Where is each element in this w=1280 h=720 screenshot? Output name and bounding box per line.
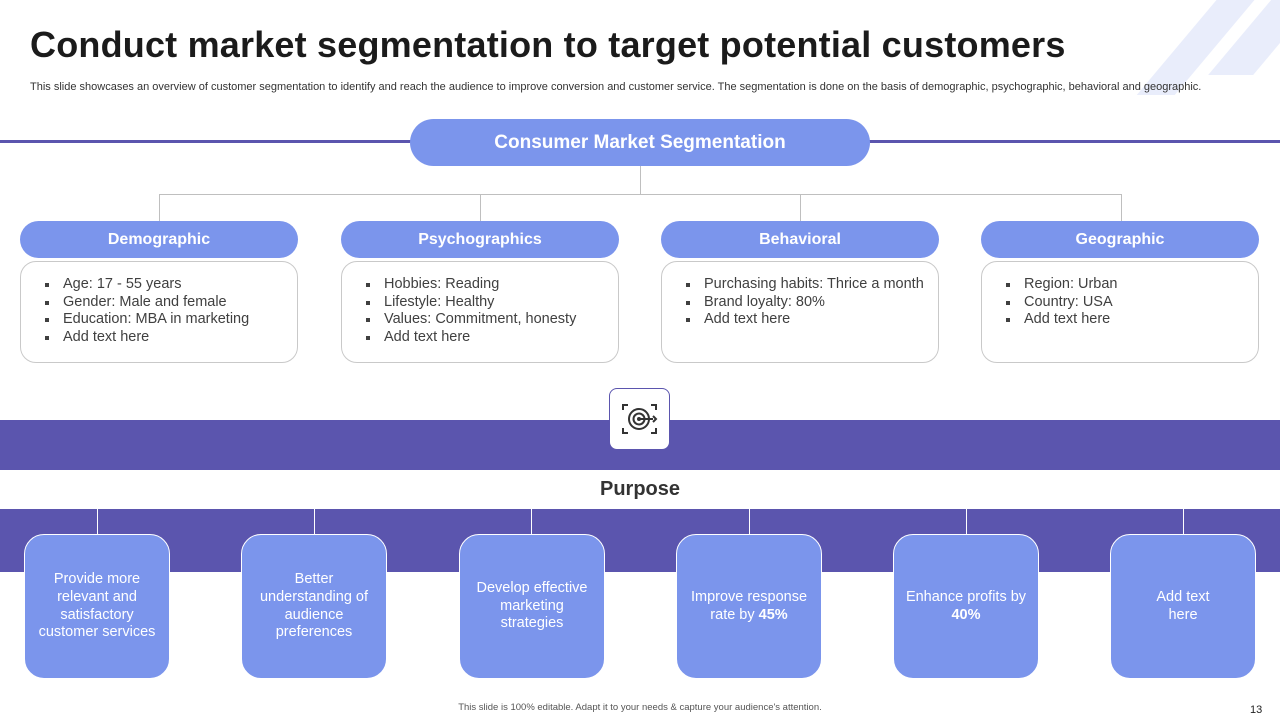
purpose-label: Purpose bbox=[599, 478, 681, 500]
segment-list: Hobbies: Reading Lifestyle: Healthy Valu… bbox=[364, 276, 608, 346]
purpose-connector bbox=[966, 509, 967, 535]
purpose-connector bbox=[749, 509, 750, 535]
segment-item: Gender: Male and female bbox=[43, 294, 287, 312]
connector-line bbox=[159, 194, 160, 221]
purpose-text: Develop effective marketing strategies bbox=[476, 580, 588, 632]
connector-line bbox=[1121, 194, 1122, 221]
segment-header: Geographic bbox=[981, 221, 1259, 258]
segment-list: Age: 17 - 55 years Gender: Male and fema… bbox=[43, 276, 287, 346]
page-number: 13 bbox=[1250, 704, 1263, 716]
footer-note: This slide is 100% editable. Adapt it to… bbox=[458, 702, 822, 713]
segment-item: Purchasing habits: Thrice a month bbox=[684, 276, 928, 294]
connector-line bbox=[800, 194, 801, 221]
segment-box: Purchasing habits: Thrice a month Brand … bbox=[661, 261, 939, 363]
slide-title: Conduct market segmentation to target po… bbox=[30, 24, 1066, 65]
purpose-card: Better understanding of audience prefere… bbox=[241, 534, 387, 679]
purpose-text: Enhance profits by 40% bbox=[905, 588, 1027, 623]
segment-box: Hobbies: Reading Lifestyle: Healthy Valu… bbox=[341, 261, 619, 363]
segment-item: Region: Urban bbox=[1004, 276, 1248, 294]
purpose-text: Add text here bbox=[1156, 588, 1210, 623]
target-icon bbox=[621, 404, 657, 434]
root-node: Consumer Market Segmentation bbox=[410, 119, 870, 166]
segment-item: Brand loyalty: 80% bbox=[684, 294, 928, 312]
purpose-connector bbox=[531, 509, 532, 535]
connector-line bbox=[159, 194, 1122, 195]
purpose-card: Develop effective marketing strategies bbox=[459, 534, 605, 679]
segment-item: Hobbies: Reading bbox=[364, 276, 608, 294]
segment-title: Demographic bbox=[107, 230, 211, 248]
purpose-card: Provide more relevant and satisfactory c… bbox=[24, 534, 170, 679]
segment-item: Country: USA bbox=[1004, 294, 1248, 312]
segment-item: Add text here bbox=[43, 329, 287, 347]
segment-item: Values: Commitment, honesty bbox=[364, 311, 608, 329]
purpose-card: Add text here bbox=[1110, 534, 1256, 679]
segment-item: Education: MBA in marketing bbox=[43, 311, 287, 329]
segment-title: Geographic bbox=[1075, 230, 1165, 248]
segment-box: Age: 17 - 55 years Gender: Male and fema… bbox=[20, 261, 298, 363]
purpose-connector bbox=[1183, 509, 1184, 535]
purpose-text: Provide more relevant and satisfactory c… bbox=[38, 571, 156, 641]
segment-item: Add text here bbox=[684, 311, 928, 329]
purpose-connector bbox=[314, 509, 315, 535]
segment-item: Add text here bbox=[1004, 311, 1248, 329]
segment-item: Age: 17 - 55 years bbox=[43, 276, 287, 294]
purpose-text: Better understanding of audience prefere… bbox=[259, 571, 369, 641]
segment-item: Lifestyle: Healthy bbox=[364, 294, 608, 312]
segment-item: Add text here bbox=[364, 329, 608, 347]
slide-subtitle: This slide showcases an overview of cust… bbox=[30, 81, 1202, 93]
purpose-card: Enhance profits by 40% bbox=[893, 534, 1039, 679]
center-icon-card bbox=[609, 388, 670, 450]
purpose-connector bbox=[97, 509, 98, 535]
segment-list: Region: Urban Country: USA Add text here bbox=[1004, 276, 1248, 329]
root-node-label: Consumer Market Segmentation bbox=[494, 131, 786, 153]
segment-header: Demographic bbox=[20, 221, 298, 258]
segment-header: Behavioral bbox=[661, 221, 939, 258]
bottom-band bbox=[0, 509, 1280, 572]
segment-list: Purchasing habits: Thrice a month Brand … bbox=[684, 276, 928, 329]
purpose-text: Improve response rate by 45% bbox=[690, 588, 808, 623]
connector-line bbox=[640, 166, 641, 194]
segment-header: Psychographics bbox=[341, 221, 619, 258]
purpose-card: Improve response rate by 45% bbox=[676, 534, 822, 679]
segment-box: Region: Urban Country: USA Add text here bbox=[981, 261, 1259, 363]
segment-title: Psychographics bbox=[418, 230, 542, 248]
segment-title: Behavioral bbox=[759, 230, 841, 248]
connector-line bbox=[480, 194, 481, 221]
